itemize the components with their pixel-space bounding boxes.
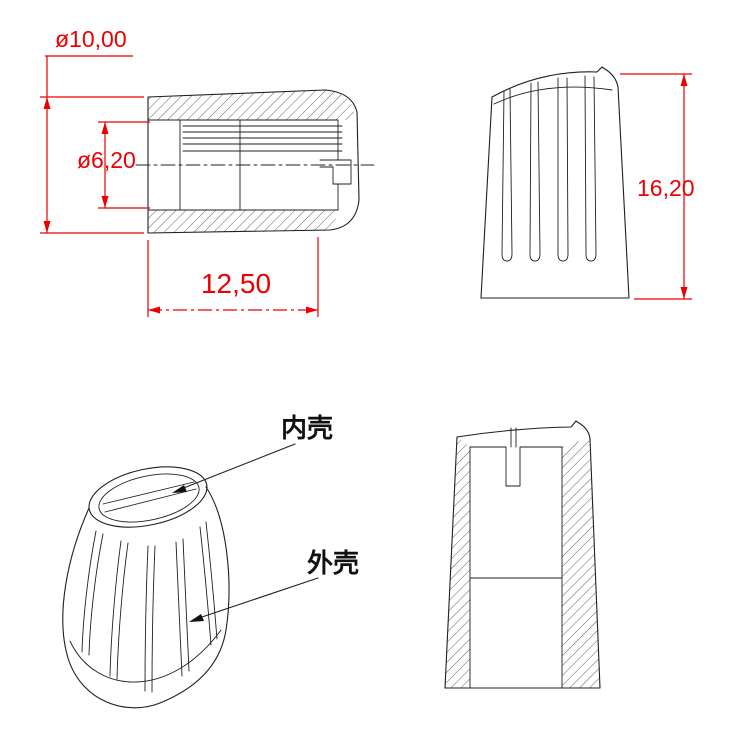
hatch-bottom-wall-area bbox=[148, 210, 338, 233]
hatch-right-wall-area bbox=[562, 438, 600, 688]
arrowhead-down bbox=[101, 196, 109, 208]
dim-length: 12,50 bbox=[147, 237, 319, 317]
outer-shell-arrowhead bbox=[189, 614, 204, 622]
outer-profile bbox=[147, 89, 360, 234]
hatch-left-wall-area bbox=[445, 437, 470, 688]
view-rear-section bbox=[444, 420, 601, 689]
dim-height: 16,20 bbox=[620, 73, 695, 300]
hatch-top-wall-area bbox=[148, 90, 354, 120]
inner-shell-serration-lines bbox=[182, 125, 343, 152]
dim-outer-diameter-lines bbox=[40, 55, 144, 234]
outer-shell-label: 外壳 bbox=[307, 549, 359, 579]
arrowhead-up bbox=[680, 74, 688, 86]
view-front-elevation bbox=[480, 66, 630, 299]
dim-outer-diameter: ø10,00 bbox=[40, 26, 144, 234]
top-outer-ellipse bbox=[88, 466, 208, 528]
bottom-flare-curve bbox=[69, 629, 222, 683]
front-top-inner-curve bbox=[493, 86, 613, 105]
arrowhead-up bbox=[43, 97, 51, 109]
top-inner-ellipse bbox=[98, 473, 200, 523]
dim-height-lines bbox=[620, 73, 692, 300]
dim-height-text: 16,20 bbox=[637, 175, 695, 201]
inner-shell-arrowhead bbox=[172, 485, 187, 493]
arrowhead-up bbox=[101, 122, 109, 134]
dim-inner-diameter: ø6,20 bbox=[77, 121, 150, 209]
top-slot bbox=[102, 481, 197, 513]
view-isometric bbox=[62, 466, 230, 709]
body-outline bbox=[62, 486, 230, 709]
arrowhead-down bbox=[680, 287, 688, 299]
arrowhead-left bbox=[148, 306, 160, 314]
outer-shell-leader-line bbox=[192, 577, 319, 621]
inner-shell-label: 内壳 bbox=[281, 414, 333, 444]
arrowhead-right bbox=[306, 306, 318, 314]
dim-inner-diameter-text: ø6,20 bbox=[77, 147, 136, 173]
dim-length-extension-lines bbox=[147, 237, 319, 317]
inner-shell-leader-line bbox=[175, 443, 296, 492]
dim-outer-diameter-text: ø10,00 bbox=[55, 26, 127, 52]
rear-outline bbox=[444, 420, 601, 689]
body-ribs bbox=[81, 521, 218, 693]
callouts: 内壳 外壳 bbox=[172, 414, 359, 622]
front-outline bbox=[480, 66, 630, 299]
dim-inner-diameter-lines bbox=[98, 121, 150, 209]
front-ribs bbox=[501, 75, 597, 262]
dim-length-text: 12,50 bbox=[201, 268, 271, 299]
view-side-section bbox=[135, 89, 375, 234]
snap-detail bbox=[319, 159, 352, 185]
rear-cavity bbox=[469, 427, 563, 689]
arrowhead-down bbox=[43, 221, 51, 233]
